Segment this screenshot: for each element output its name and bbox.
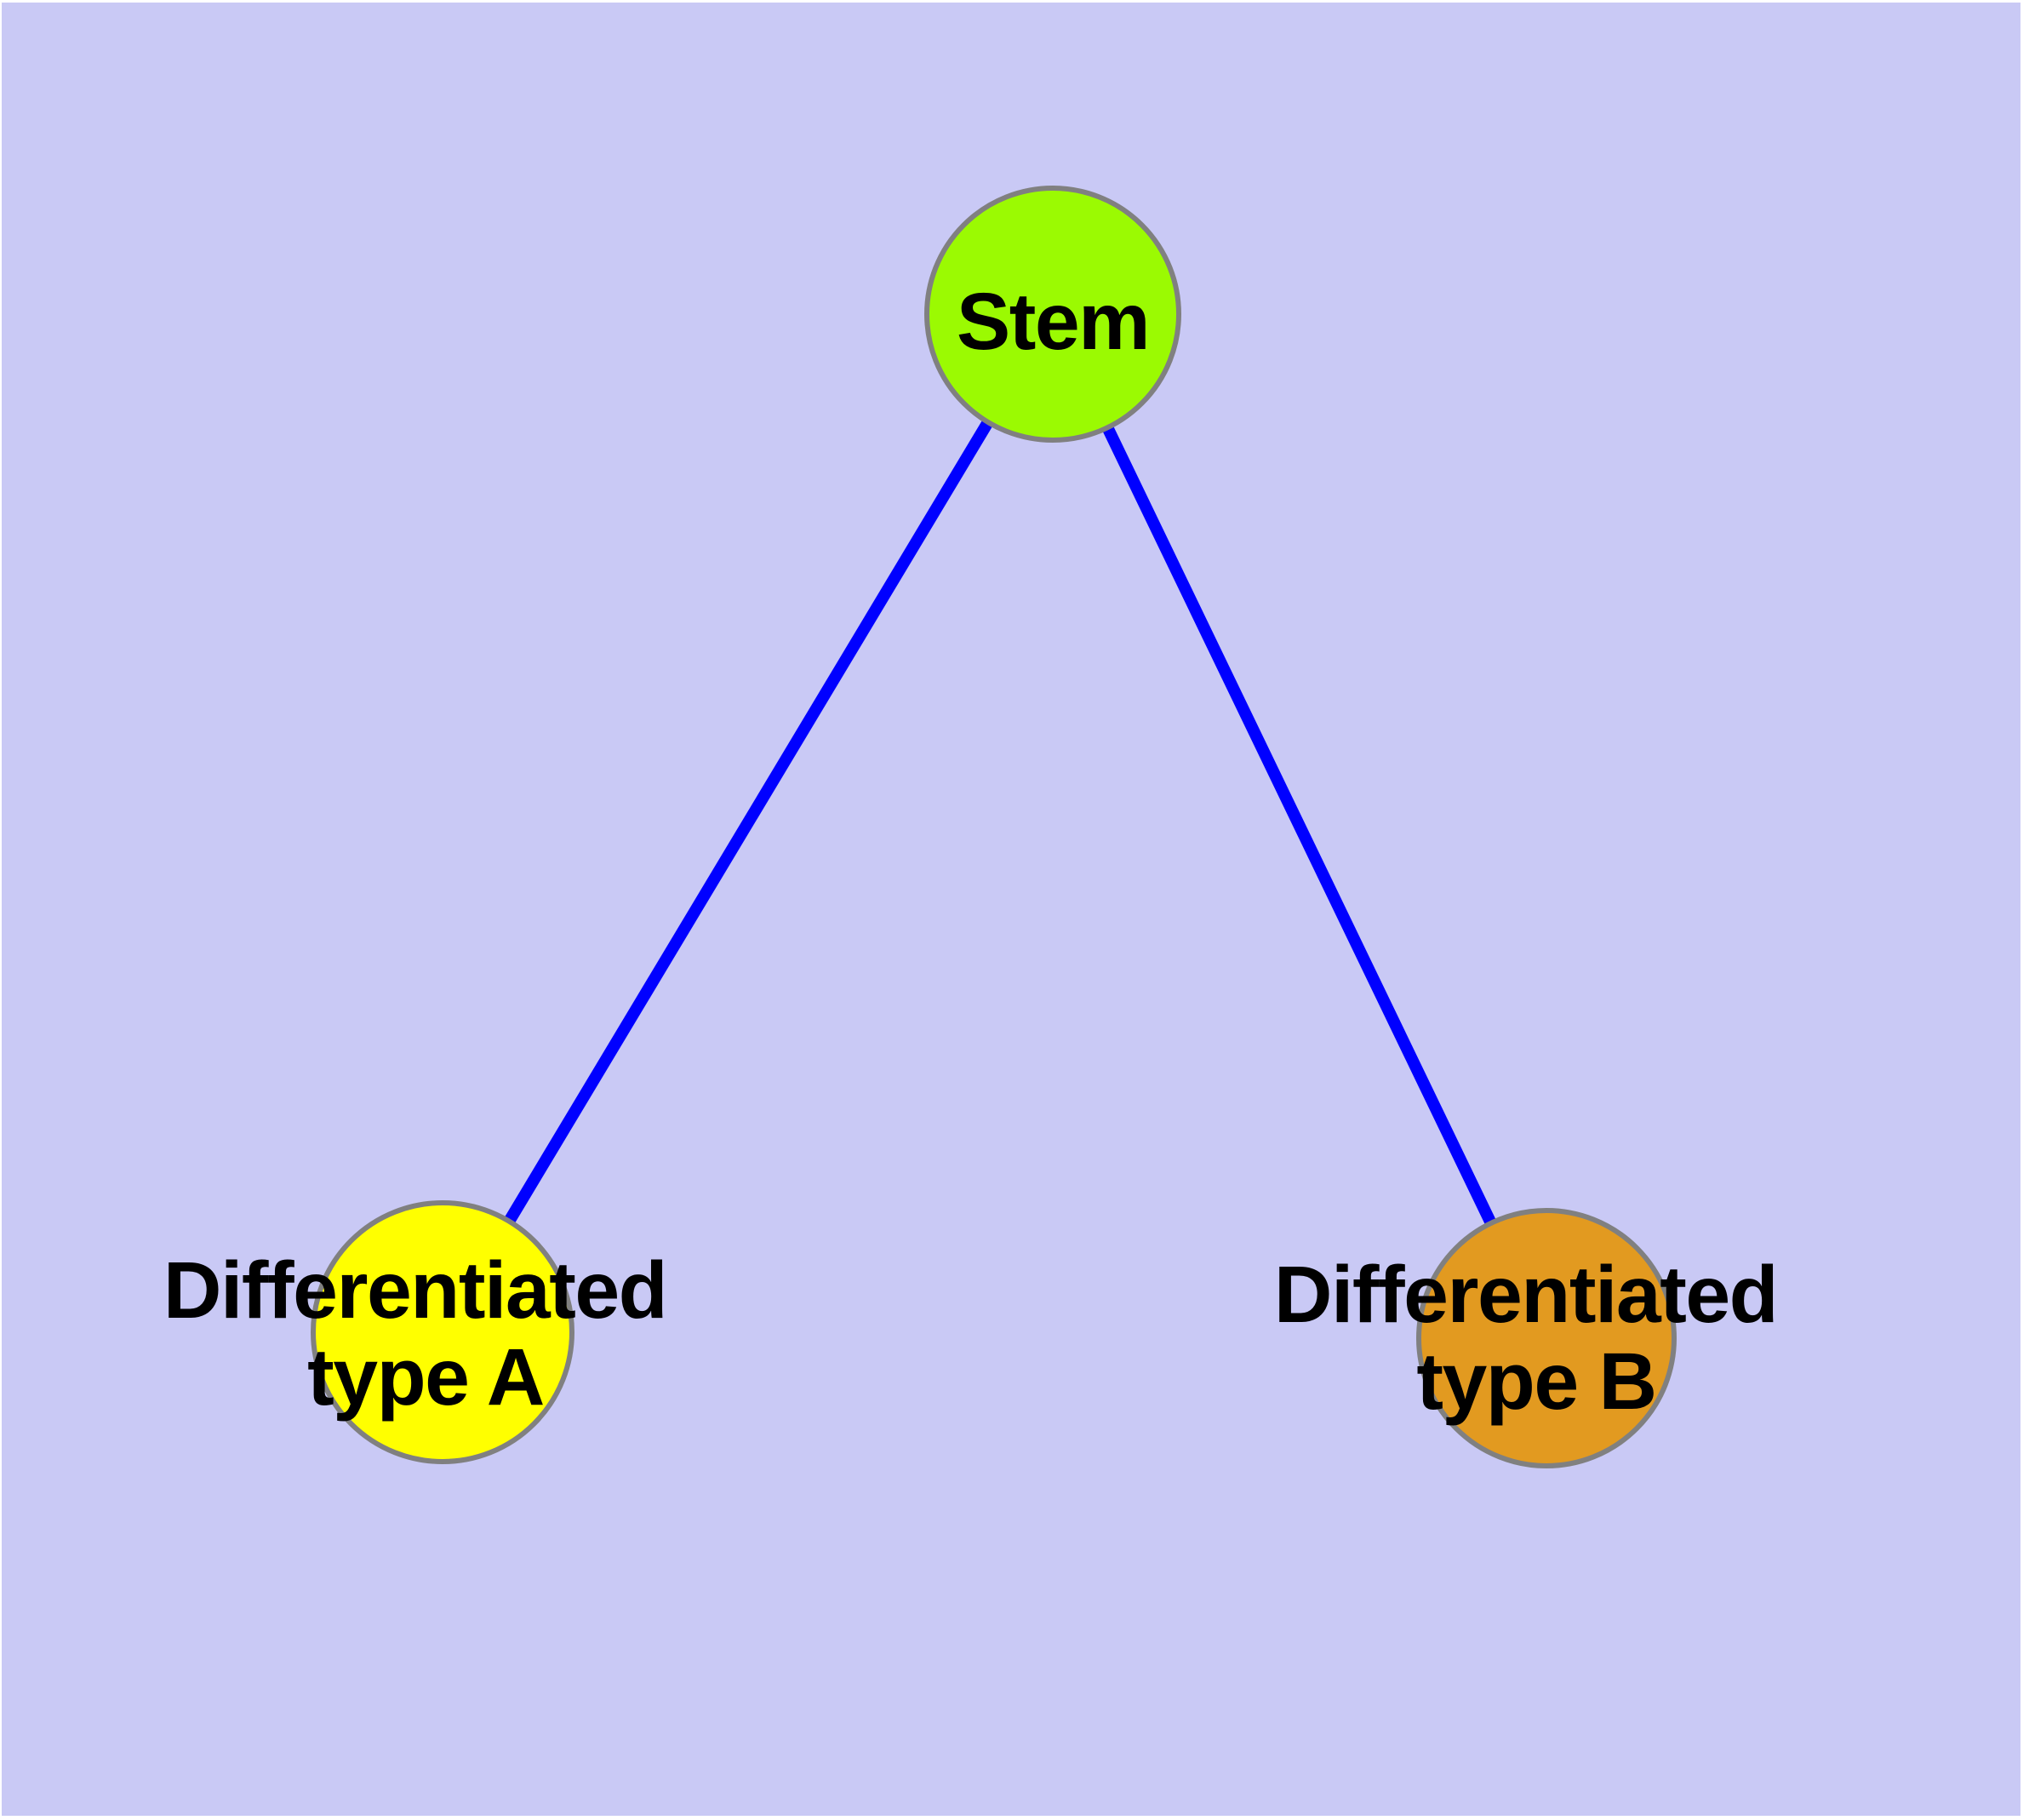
node-stem (924, 186, 1181, 443)
node-differentiated-type-b (1416, 1208, 1677, 1468)
edge-stem-to-type-a (437, 311, 1059, 1336)
node-type-a-label-line1: Differentiated (163, 1245, 666, 1336)
node-type-b-label-line1: Differentiated (1274, 1250, 1777, 1340)
node-type-a-label-line2: type A (307, 1332, 544, 1422)
node-type-b-label-line2: type B (1416, 1336, 1655, 1427)
node-differentiated-type-a (311, 1200, 574, 1464)
node-stem-label: Stem (957, 277, 1149, 367)
node-type-b-label: Differentiated type B (1274, 1250, 1798, 1427)
node-type-a-label: Differentiated type A (163, 1245, 688, 1422)
edge-stem-to-type-b (1047, 311, 1552, 1342)
